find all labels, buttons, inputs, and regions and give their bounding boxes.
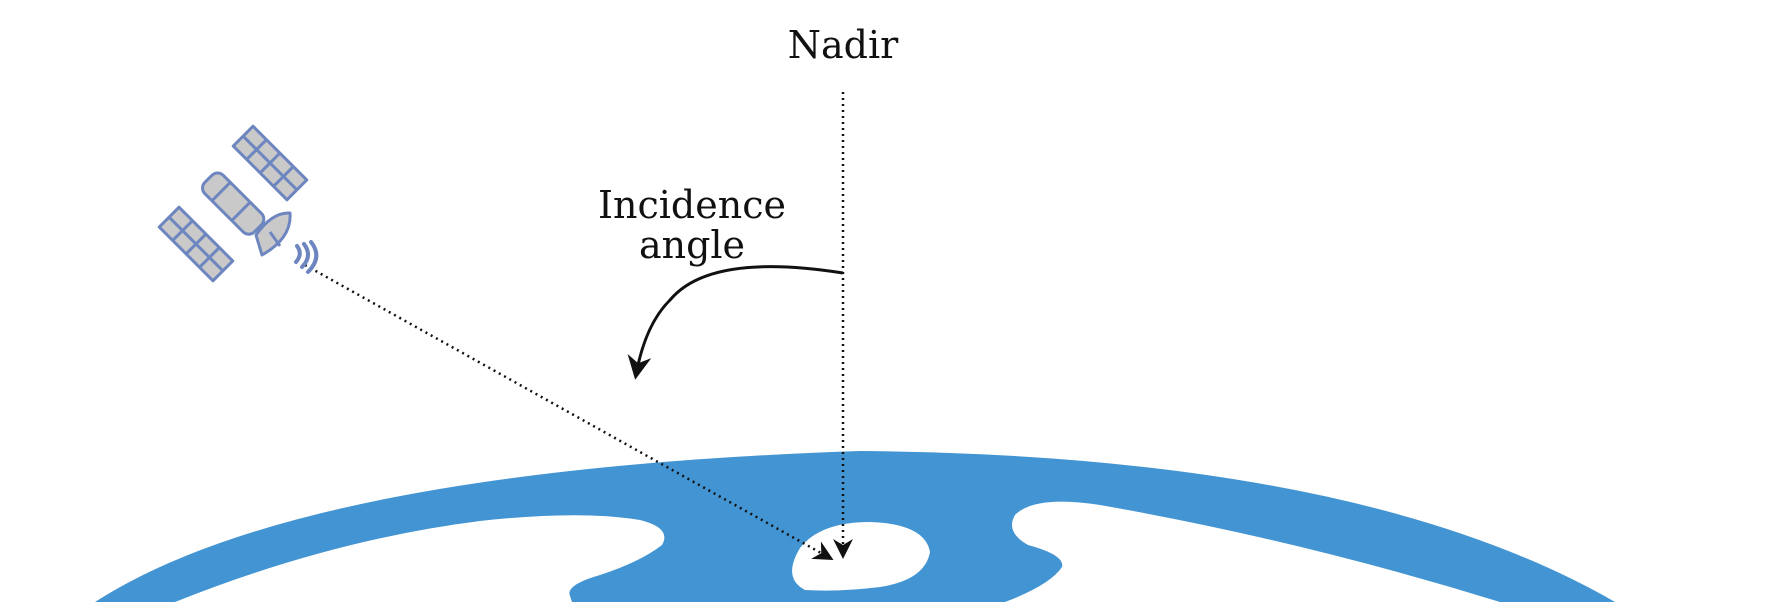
satellite-icon xyxy=(157,124,309,283)
land-left xyxy=(175,515,665,602)
land-center-lake xyxy=(792,522,930,591)
earth xyxy=(95,451,1615,602)
line-of-sight xyxy=(304,263,834,560)
incidence-angle-arc xyxy=(627,265,844,380)
land-right xyxy=(1005,501,1500,602)
signal-waves-icon xyxy=(294,240,319,274)
incidence-label-line2: angle xyxy=(639,223,745,267)
nadir-label: Nadir xyxy=(788,23,899,67)
incidence-label-line1: Incidence xyxy=(598,183,786,227)
